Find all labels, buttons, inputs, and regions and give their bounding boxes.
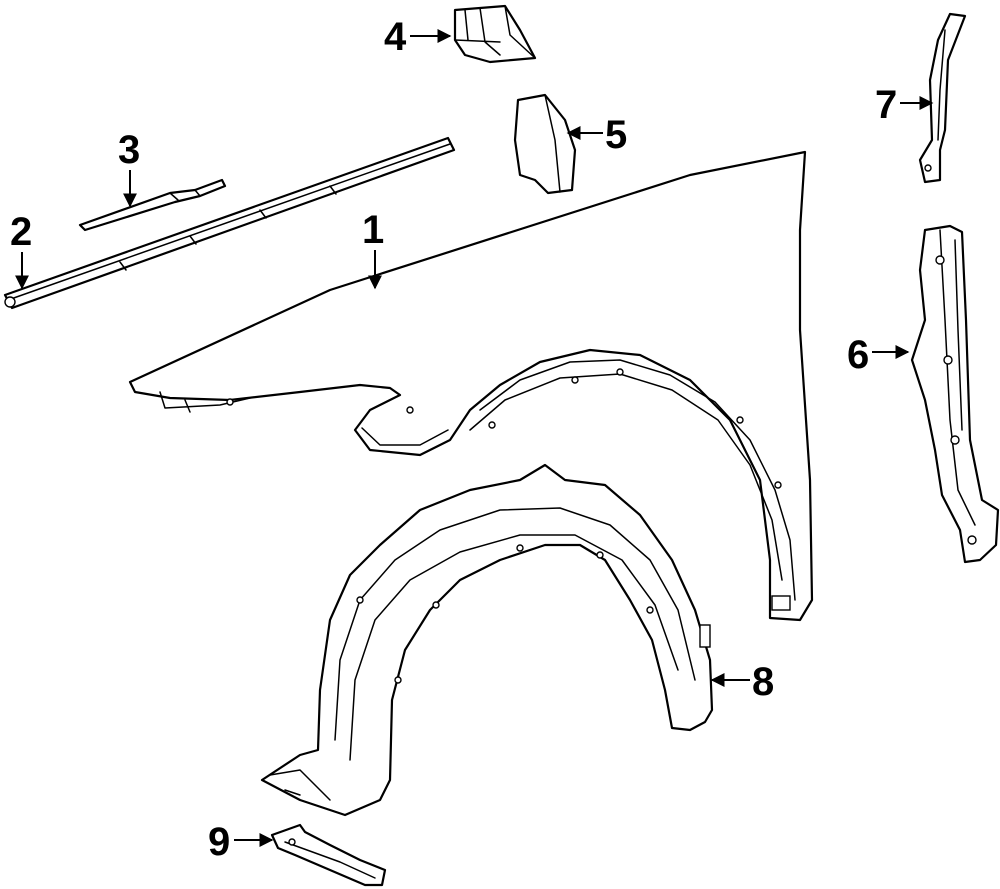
callout-label-8: 8: [752, 660, 774, 704]
callout-label-7: 7: [875, 83, 897, 127]
callout-6: 6: [847, 333, 910, 377]
insulator-pad-part: [513, 93, 577, 195]
splash-bracket-part: [270, 823, 387, 887]
fender-part: [128, 150, 814, 622]
callout-label-9: 9: [208, 820, 230, 864]
callout-5: 5: [566, 113, 627, 157]
callout-4: 4: [384, 15, 452, 59]
callout-label-2: 2: [10, 210, 32, 254]
callout-2: 2: [10, 210, 32, 290]
callout-3: 3: [118, 128, 140, 208]
callout-label-5: 5: [605, 113, 627, 157]
narrow-bracket-part: [918, 12, 967, 184]
fender-molding-part: [3, 136, 456, 310]
callout-label-6: 6: [847, 333, 869, 377]
bracket-part: [453, 4, 537, 64]
callout-1: 1: [362, 208, 384, 290]
callout-label-4: 4: [384, 15, 407, 59]
fender-bracket-part: [910, 224, 1000, 564]
callout-label-3: 3: [118, 128, 140, 172]
callout-label-1: 1: [362, 208, 384, 252]
clip-strip-part: [78, 178, 227, 232]
callout-7: 7: [875, 83, 934, 127]
wheel-liner-part: [260, 463, 714, 817]
callout-8: 8: [710, 660, 774, 704]
callout-9: 9: [208, 820, 274, 864]
